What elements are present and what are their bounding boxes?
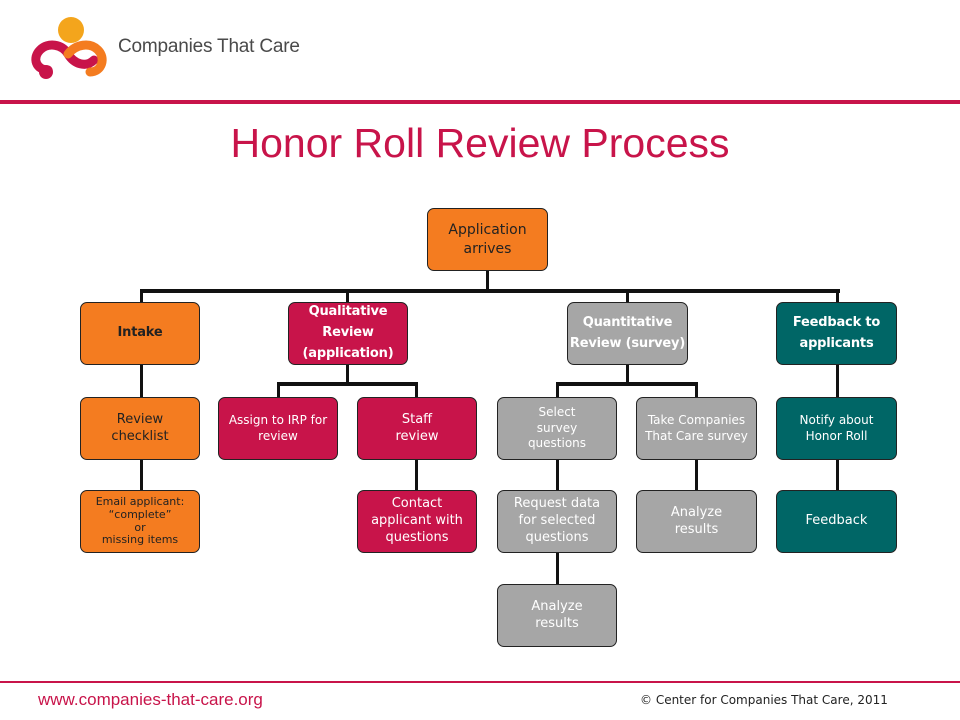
companies-that-care-logo xyxy=(31,17,107,79)
footer-divider xyxy=(0,681,960,683)
node-label: Quantitative Review (survey) xyxy=(569,314,686,351)
node-request-data: Request data for selected questions xyxy=(497,490,617,553)
connector-line xyxy=(556,382,698,386)
connector-line xyxy=(346,289,349,303)
node-analyze-results-left: Analyze results xyxy=(497,584,617,647)
node-label: Intake xyxy=(117,325,163,341)
node-contact-applicant: Contact applicant with questions xyxy=(357,490,477,553)
node-label: Staff review xyxy=(395,411,439,444)
connector-line xyxy=(695,382,698,398)
footer-url: www.companies-that-care.org xyxy=(38,690,263,709)
node-intake: Intake xyxy=(80,302,200,365)
connector-line xyxy=(140,459,143,491)
node-notify-honor-roll: Notify about Honor Roll xyxy=(776,397,897,460)
node-take-survey: Take Companies That Care survey xyxy=(636,397,757,460)
node-feedback: Feedback xyxy=(776,490,897,553)
footer-copyright: © Center for Companies That Care, 2011 xyxy=(640,693,888,707)
node-label: Request data for selected questions xyxy=(513,496,601,545)
connector-line xyxy=(140,289,840,293)
connector-line xyxy=(140,289,143,303)
node-assign-to-irp: Assign to IRP for review xyxy=(218,397,338,460)
connector-line xyxy=(695,459,698,491)
connector-line xyxy=(556,553,559,585)
header-divider xyxy=(0,100,960,104)
node-label: Qualitative Review (application) xyxy=(302,304,394,361)
connector-line xyxy=(277,382,417,386)
connector-line xyxy=(836,364,839,398)
node-label: Application arrives xyxy=(448,222,527,257)
email-line-2: “complete” xyxy=(108,507,172,521)
node-qualitative-review: Qualitative Review (application) xyxy=(288,302,408,365)
connector-line xyxy=(486,270,489,292)
connector-line xyxy=(140,364,143,398)
node-staff-review: Staff review xyxy=(357,397,477,460)
node-label: Review checklist xyxy=(111,411,169,444)
connector-line xyxy=(346,364,349,384)
connector-line xyxy=(277,382,280,398)
node-label: Assign to IRP for review xyxy=(228,412,328,443)
node-label: Contact applicant with questions xyxy=(371,496,463,545)
email-line-1: Email applicant: xyxy=(95,495,185,509)
node-label: Select survey questions xyxy=(527,405,587,451)
node-label: Feedback to applicants xyxy=(792,314,881,351)
node-quantitative-review: Quantitative Review (survey) xyxy=(567,302,688,365)
page-title: Honor Roll Review Process xyxy=(230,120,730,166)
connector-line xyxy=(556,459,559,491)
connector-line xyxy=(556,382,559,398)
node-select-survey-questions: Select survey questions xyxy=(497,397,617,460)
node-label: Take Companies That Care survey xyxy=(645,412,748,443)
node-review-checklist: Review checklist xyxy=(80,397,200,460)
email-line-4: missing items xyxy=(101,533,179,547)
brand-name: Companies That Care xyxy=(118,36,300,57)
node-feedback-to-applicants: Feedback to applicants xyxy=(776,302,897,365)
connector-line xyxy=(626,364,629,384)
node-analyze-results-right: Analyze results xyxy=(636,490,757,553)
email-line-3: or xyxy=(134,520,146,534)
node-label: Notify about Honor Roll xyxy=(799,412,874,443)
node-label: Analyze results xyxy=(531,598,583,631)
node-label: Feedback xyxy=(805,513,868,529)
node-email-applicant: Email applicant: “complete” or missing i… xyxy=(80,490,200,553)
connector-line xyxy=(836,289,839,303)
connector-line xyxy=(415,382,418,398)
node-application-arrives: Application arrives xyxy=(427,208,548,271)
connector-line xyxy=(836,459,839,491)
connector-line xyxy=(415,459,418,491)
node-label: Analyze results xyxy=(670,504,723,537)
connector-line xyxy=(626,289,629,303)
